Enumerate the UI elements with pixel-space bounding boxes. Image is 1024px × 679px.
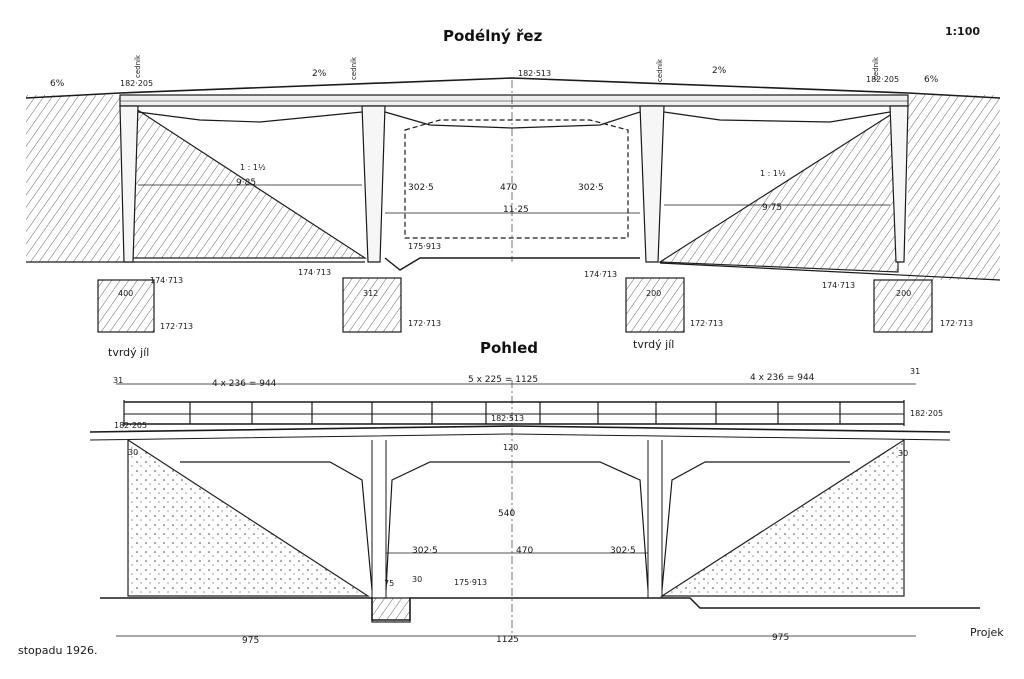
elevation-view: [89, 380, 980, 640]
haunch-left: [137, 111, 363, 123]
footing-4-width: 200: [896, 289, 911, 298]
footing-base-3: 172·713: [690, 319, 723, 328]
inner-b: 470: [516, 546, 533, 556]
pier-dim-30: 30: [412, 575, 422, 584]
gradient-right-outer: 6%: [924, 75, 939, 85]
drain-b: cedník: [350, 56, 358, 80]
drain-a: cedník: [134, 54, 142, 78]
span-mid-left: 302·5: [408, 183, 434, 193]
soil-left: tvrdý jíl: [108, 346, 149, 359]
bottom-dim-right: 975: [772, 633, 789, 643]
right-embankment: [908, 95, 1000, 280]
span-main: 11·25: [503, 205, 529, 215]
road-surface: [25, 77, 1001, 99]
elev-deck-left: 182·205: [114, 421, 147, 430]
soil-right: tvrdý jíl: [633, 338, 674, 351]
footing-2: [342, 277, 402, 333]
drain-d: cedník: [872, 56, 880, 80]
deck-slab: [119, 94, 909, 107]
pier-1: [119, 105, 139, 263]
pier-dim-75: 75: [384, 579, 394, 588]
railing-posts: [123, 400, 905, 426]
elev-deck-right: 182·205: [910, 409, 943, 418]
elevation-footing: [371, 597, 411, 623]
elevation-ground: [100, 597, 980, 621]
inner-height: 540: [498, 509, 515, 519]
inner-top: 120: [503, 443, 518, 452]
elevation-right-slope: [659, 438, 905, 597]
inner-c: 302·5: [610, 546, 636, 556]
slope-left: 1 : 1½: [240, 163, 266, 172]
channel-bed: [384, 257, 640, 271]
pier-3: [639, 105, 665, 263]
footing-2-width: 312: [363, 289, 378, 298]
footing-top-1: 174·713: [150, 276, 183, 285]
elevation-title: Pohled: [480, 339, 538, 357]
section-title: Podélný řez: [443, 27, 543, 45]
culvert-outline: [404, 119, 629, 239]
gradient-left-inner: 2%: [312, 69, 327, 79]
date-label: stopadu 1926.: [18, 644, 97, 657]
pier-4: [889, 105, 909, 263]
opening-right: [661, 461, 850, 591]
right-embankment-slope: [658, 108, 899, 273]
left-embankment: [26, 95, 120, 262]
footing-base-1: 172·713: [160, 322, 193, 331]
footing-top-4: 174·713: [822, 281, 855, 290]
slope-right: 1 : 1½: [760, 169, 786, 178]
footing-base-4: 172·713: [940, 319, 973, 328]
haunch-right: [663, 111, 891, 123]
elev-channel: 175·913: [454, 578, 487, 587]
bottom-dim-mid: 1125: [496, 635, 519, 645]
elevation-left-slope: [127, 438, 371, 597]
footing-1-width: 400: [118, 289, 133, 298]
dim-mid: 5 x 225 = 1125: [468, 375, 538, 385]
span-side-left: 9·85: [236, 178, 256, 188]
inner-a: 302·5: [412, 546, 438, 556]
footing-4: [873, 279, 933, 333]
project-label: Projek: [970, 626, 1004, 639]
footing-3-width: 200: [646, 289, 661, 298]
deck-elev-mid: 182·513: [518, 69, 551, 78]
drain-c: cedník: [656, 58, 664, 82]
dim-edge-right: 31: [910, 367, 920, 376]
span-side-right: 9·75: [762, 203, 782, 213]
bottom-dim-left: 975: [242, 636, 259, 646]
pier-2: [361, 105, 386, 263]
elev-deck-mid: 182·513: [491, 414, 524, 423]
dim-edge-left: 31: [113, 376, 123, 385]
deck-elev-right: 182·205: [866, 75, 899, 84]
opening-left: [180, 461, 373, 591]
deck-elev-left: 182·205: [120, 79, 153, 88]
dim-right: 4 x 236 = 944: [750, 373, 815, 383]
span-mid-center: 470: [500, 183, 517, 193]
text-labels: Podélný řez Pohled 1:100 stopadu 1926. P…: [18, 25, 1004, 657]
channel-elev: 175·913: [408, 242, 441, 251]
footing-top-2: 174·713: [298, 268, 331, 277]
dim-left: 4 x 236 = 944: [212, 379, 277, 389]
span-mid-right: 302·5: [578, 183, 604, 193]
elevation-road: [89, 425, 951, 433]
footing-1: [97, 279, 155, 333]
footing-top-3: 174·713: [584, 270, 617, 279]
scale-label: 1:100: [945, 25, 980, 38]
footing-base-2: 172·713: [408, 319, 441, 328]
gradient-left-outer: 6%: [50, 79, 65, 89]
opening-mid: [385, 461, 649, 591]
footing-3: [625, 277, 685, 333]
ends-right: 30: [898, 449, 908, 458]
longitudinal-section: [25, 77, 1001, 333]
gradient-right-inner: 2%: [712, 66, 727, 76]
ends-left: 30: [128, 448, 138, 457]
